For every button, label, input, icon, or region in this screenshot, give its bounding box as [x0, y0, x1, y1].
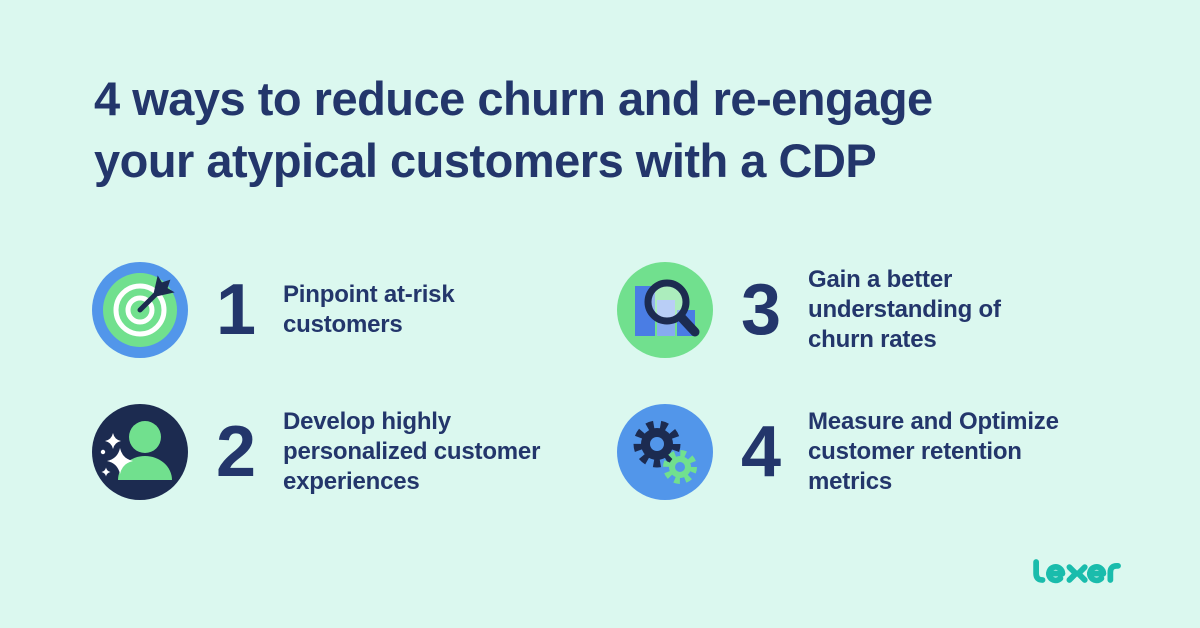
item-label: Pinpoint at-risk customers — [283, 281, 455, 338]
item-label: Develop highly personalized customer exp… — [283, 408, 541, 495]
gears-icon — [617, 404, 713, 500]
items-grid: 1 Pinpoint at-risk customers 3 Gain a be… — [92, 262, 1059, 500]
person-sparkles-icon — [92, 404, 188, 500]
bar-chart-magnifier-icon — [617, 262, 713, 358]
item-number: 3 — [740, 270, 782, 350]
item-number: 1 — [215, 270, 257, 350]
item-retention-metrics: 4 Measure and Optimize customer retentio… — [617, 404, 1059, 500]
target-dart-icon — [92, 262, 188, 358]
lexer-wordmark-icon — [1033, 559, 1121, 584]
lexer-logo: Lexer — [1031, 550, 1127, 592]
item-understand-churn-rates: 3 Gain a better understanding of churn r… — [617, 262, 1059, 358]
item-pinpoint-at-risk-customers: 1 Pinpoint at-risk customers — [92, 262, 617, 358]
item-label: Measure and Optimize customer retention … — [808, 408, 1059, 495]
page-title: 4 ways to reduce churn and re-engage you… — [94, 72, 933, 187]
item-label: Gain a better understanding of churn rat… — [808, 266, 1001, 353]
item-number: 4 — [740, 412, 782, 492]
item-number: 2 — [215, 412, 257, 492]
item-personalized-experiences: 2 Develop highly personalized customer e… — [92, 404, 617, 500]
